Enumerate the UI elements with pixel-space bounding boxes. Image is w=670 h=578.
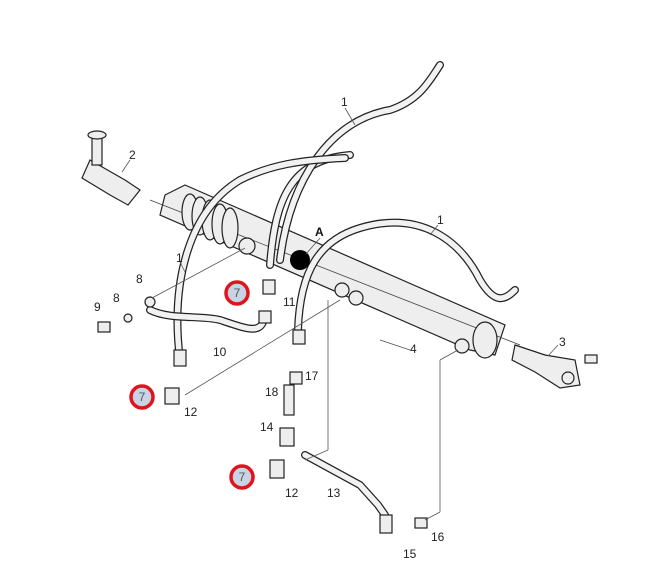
label-fitting-upper: 11 xyxy=(283,295,296,309)
label-seal-upper: 8 xyxy=(136,272,143,286)
marker-a-dot xyxy=(290,250,310,270)
label-hose-right: 1 xyxy=(437,213,444,227)
label-marker-a: A xyxy=(315,225,324,239)
steering-rack xyxy=(149,184,521,359)
label-seal-lower: 8 xyxy=(113,291,120,305)
label-tee-left: 12 xyxy=(184,405,198,419)
label-tie-rod-end-left: 2 xyxy=(129,148,136,162)
label-tee-connector: 14 xyxy=(260,420,274,434)
callout-label: 7 xyxy=(234,286,241,300)
label-nipple: 17 xyxy=(305,369,319,383)
callout-label: 7 xyxy=(139,390,146,404)
label-cylinder: 4 xyxy=(410,342,417,356)
label-plug: 9 xyxy=(94,300,101,314)
label-adapter: 16 xyxy=(431,530,445,544)
part-labels: 1 1 1 2 3 4 A 8 8 9 10 11 12 12 13 14 15… xyxy=(94,95,566,561)
label-union: 18 xyxy=(265,385,279,399)
label-tie-rod-end-right: 3 xyxy=(559,335,566,349)
callout-7-left[interactable]: 7 xyxy=(129,384,155,410)
label-pipe-left: 10 xyxy=(213,345,227,359)
callout-label: 7 xyxy=(239,470,246,484)
label-hose-top: 1 xyxy=(341,95,348,109)
leader-lines xyxy=(121,107,559,521)
rack-bellows xyxy=(181,193,239,249)
tie-rod-end-left xyxy=(81,130,141,206)
label-elbow: 15 xyxy=(403,547,417,561)
label-hose-left: 1 xyxy=(176,251,183,265)
label-tee-lower: 12 xyxy=(285,486,299,500)
callout-7-lower[interactable]: 7 xyxy=(229,464,255,490)
hoses xyxy=(146,61,519,519)
label-pipe-lower: 13 xyxy=(327,486,341,500)
fittings xyxy=(97,250,428,534)
callout-7-upper[interactable]: 7 xyxy=(224,280,250,306)
tie-rod-end-right xyxy=(511,344,598,389)
